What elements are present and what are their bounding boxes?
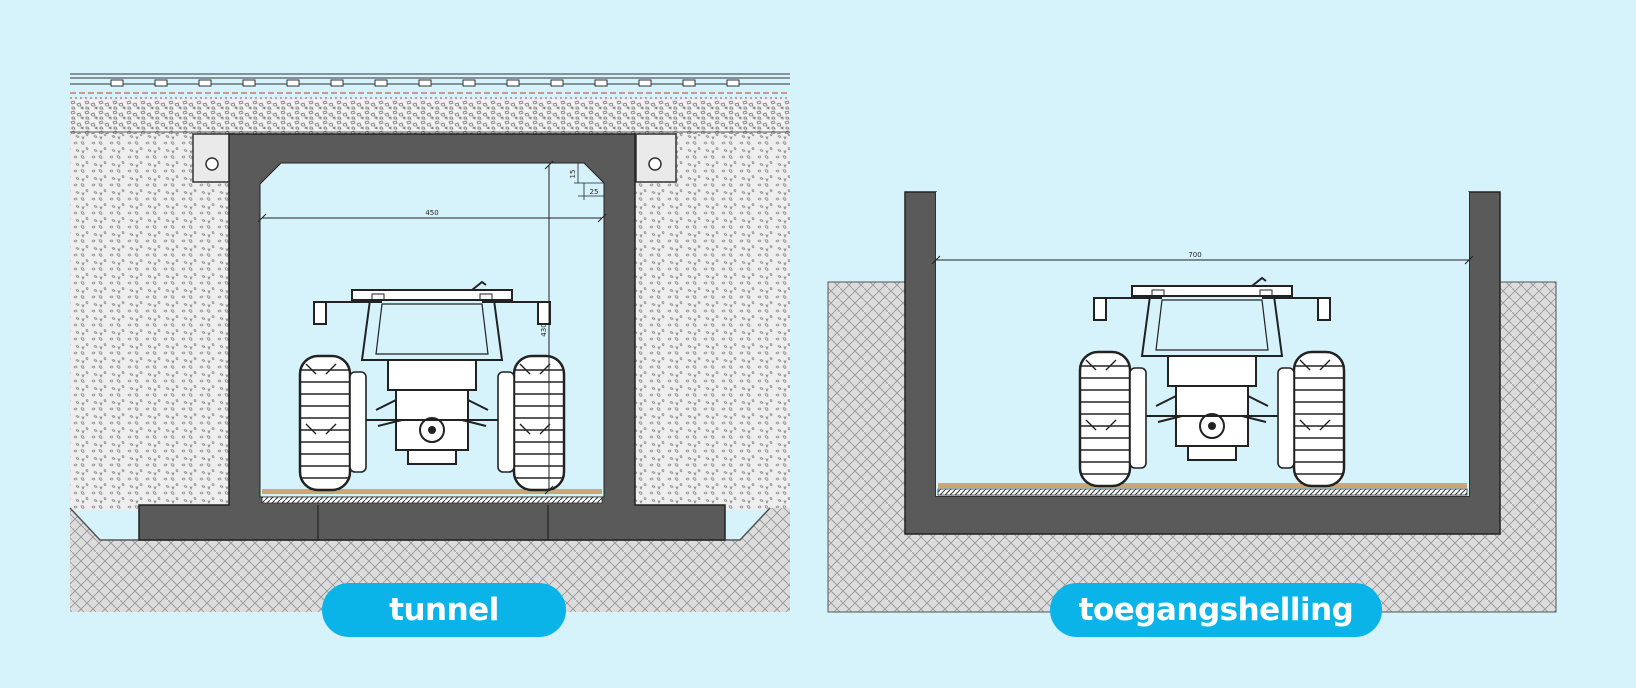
chamfer-dimensions: 15 25 — [569, 163, 604, 200]
subsoil — [70, 508, 790, 612]
ramp-width-label: 700 — [1188, 251, 1201, 259]
tunnel-section: 450 430 15 25 — [69, 73, 790, 612]
tunnel-label: tunnel — [322, 583, 566, 637]
ramp-label: toegangshelling — [1050, 583, 1382, 637]
ramp-width-dimension: 700 — [931, 251, 1474, 265]
chamfer-vertical-label: 15 — [569, 170, 577, 179]
rail-ballast — [70, 100, 790, 134]
drainage-block-left — [192, 133, 234, 183]
drainage-block-right — [635, 133, 677, 183]
chamfer-horizontal-label: 25 — [590, 188, 599, 196]
tunnel-height-label: 430 — [540, 323, 548, 336]
tunnel-width-label: 450 — [425, 209, 438, 217]
railway-track — [70, 73, 790, 133]
ramp-label-text: toegangshelling — [1078, 592, 1354, 628]
tunnel-label-text: tunnel — [389, 592, 499, 628]
ramp-section: 700 — [827, 191, 1557, 613]
tunnel-height-dimension: 430 — [540, 160, 554, 495]
tunnel-width-dimension: 450 — [257, 209, 607, 223]
